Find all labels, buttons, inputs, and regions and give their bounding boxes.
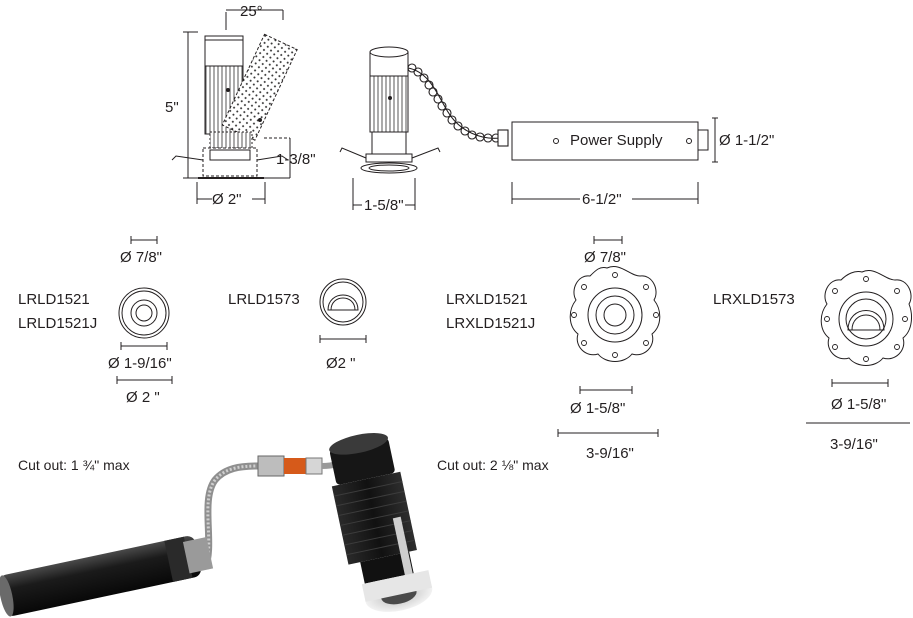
trim2-outer-dim: Ø2 " bbox=[326, 355, 356, 372]
trim4-inner-dim: Ø 1-5/8" bbox=[831, 396, 887, 413]
trim3-top-dim: Ø 7/8" bbox=[584, 249, 627, 266]
power-supply-drawing bbox=[511, 117, 718, 204]
trim-flange-wallwash-drawing bbox=[806, 270, 912, 424]
side-view-drawing bbox=[171, 9, 298, 204]
power-supply-length-label: 6-1/2" bbox=[582, 191, 622, 208]
cutout-large-label: Cut out: 2 ⅛" max bbox=[437, 457, 549, 473]
trim-wallwash-drawing bbox=[319, 278, 367, 343]
product-photo bbox=[0, 433, 433, 617]
trim3-model-1: LRXLD1521 bbox=[446, 291, 528, 308]
side-diameter-label: Ø 2" bbox=[212, 191, 242, 208]
power-supply-diameter-label: Ø 1-1/2" bbox=[719, 132, 775, 149]
trim4-outer-dim: 3-9/16" bbox=[830, 436, 878, 453]
front-width-label: 1-5/8" bbox=[364, 197, 404, 214]
trim4-model: LRXLD1573 bbox=[713, 291, 795, 308]
trim1-model-1: LRLD1521 bbox=[18, 291, 90, 308]
trim1-top-dim: Ø 7/8" bbox=[120, 249, 163, 266]
trim2-model: LRLD1573 bbox=[228, 291, 300, 308]
trim-flange-round-drawing bbox=[557, 236, 661, 437]
trim-height-label: 1-3/8" bbox=[276, 151, 316, 168]
trim3-outer-dim: 3-9/16" bbox=[586, 445, 634, 462]
height-label: 5" bbox=[165, 99, 179, 116]
trim3-model-2: LRXLD1521J bbox=[446, 315, 536, 332]
tilt-angle-label: 25° bbox=[240, 3, 263, 20]
cutout-small-label: Cut out: 1 ¾" max bbox=[18, 457, 130, 473]
trim3-inner-dim: Ø 1-5/8" bbox=[570, 400, 626, 417]
trim1-model-2: LRLD1521J bbox=[18, 315, 98, 332]
trim1-outer-dim: Ø 2 " bbox=[126, 389, 160, 406]
fixture-front-view-drawing bbox=[339, 46, 441, 210]
coiled-cord bbox=[407, 63, 509, 147]
power-supply-label: Power Supply bbox=[570, 132, 663, 149]
trim1-inner-dim: Ø 1-9/16" bbox=[108, 355, 172, 372]
trim-round-drawing bbox=[116, 236, 173, 384]
